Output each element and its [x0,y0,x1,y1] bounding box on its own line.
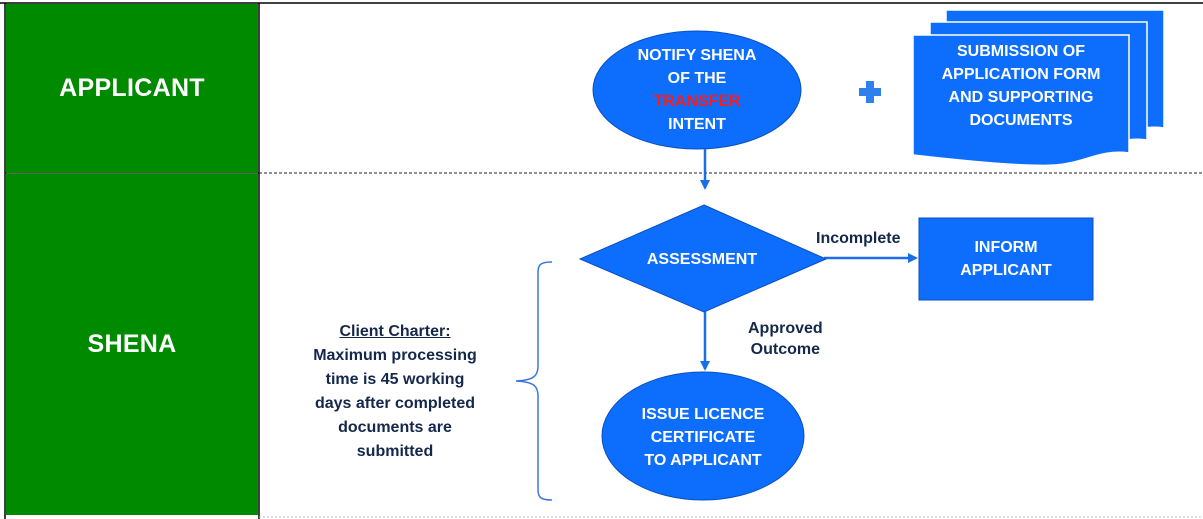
notify-line-1: NOTIFY SHENA [637,47,757,64]
notify-line-3-highlight: TRANSFER [653,93,741,110]
submission-line-3: AND SUPPORTING [948,89,1094,106]
assessment-node-shape [578,204,828,313]
charter-brace [515,261,553,501]
charter-title: Client Charter: [339,323,451,340]
charter-line-5: submitted [356,443,434,460]
lane-shena-text: SHENA [87,330,177,358]
inform-line-1: INFORM [974,239,1038,256]
inform-node-text: INFORM APPLICANT [919,236,1093,282]
notify-node-text: NOTIFY SHENA OF THE TRANSFER INTENT [603,36,791,144]
edge-label-approved: Approved Outcome [748,318,823,360]
lane-applicant-label: APPLICANT [6,4,258,173]
submission-line-2: APPLICATION FORM [941,66,1101,83]
client-charter-note: Client Charter: Maximum processing time … [296,320,494,464]
notify-node-shape [592,30,802,150]
edge-label-incomplete: Incomplete [816,230,901,247]
notify-line-2: OF THE [667,70,727,87]
issue-node-shape [601,371,805,501]
issue-line-1: ISSUE LICENCE [641,405,765,423]
edge-label-approved-line-2: Outcome [750,341,820,358]
issue-line-2: CERTIFICATE [650,428,756,446]
inform-node-shape [918,217,1094,301]
charter-line-4: documents are [338,419,452,436]
assessment-label: ASSESSMENT [646,250,758,268]
issue-line-3: TO APPLICANT [644,451,762,469]
charter-line-3: days after completed [314,395,476,412]
assessment-node-text: ASSESSMENT [600,246,804,272]
notify-line-4: INTENT [668,116,726,133]
edge-label-approved-line-1: Approved [748,320,823,337]
lane-applicant-text: APPLICANT [59,74,205,102]
charter-line-2: time is 45 working [325,371,465,388]
submission-document-shape [912,9,1165,167]
inform-line-2: APPLICANT [960,262,1052,279]
submission-node-text: SUBMISSION OF APPLICATION FORM AND SUPPO… [913,36,1129,136]
lane-shena-label: SHENA [6,174,258,515]
submission-line-1: SUBMISSION OF [956,43,1085,60]
plus-icon [859,81,881,103]
issue-node-text: ISSUE LICENCE CERTIFICATE TO APPLICANT [612,402,794,472]
charter-line-1: Maximum processing [313,347,477,364]
submission-line-4: DOCUMENTS [969,112,1073,129]
